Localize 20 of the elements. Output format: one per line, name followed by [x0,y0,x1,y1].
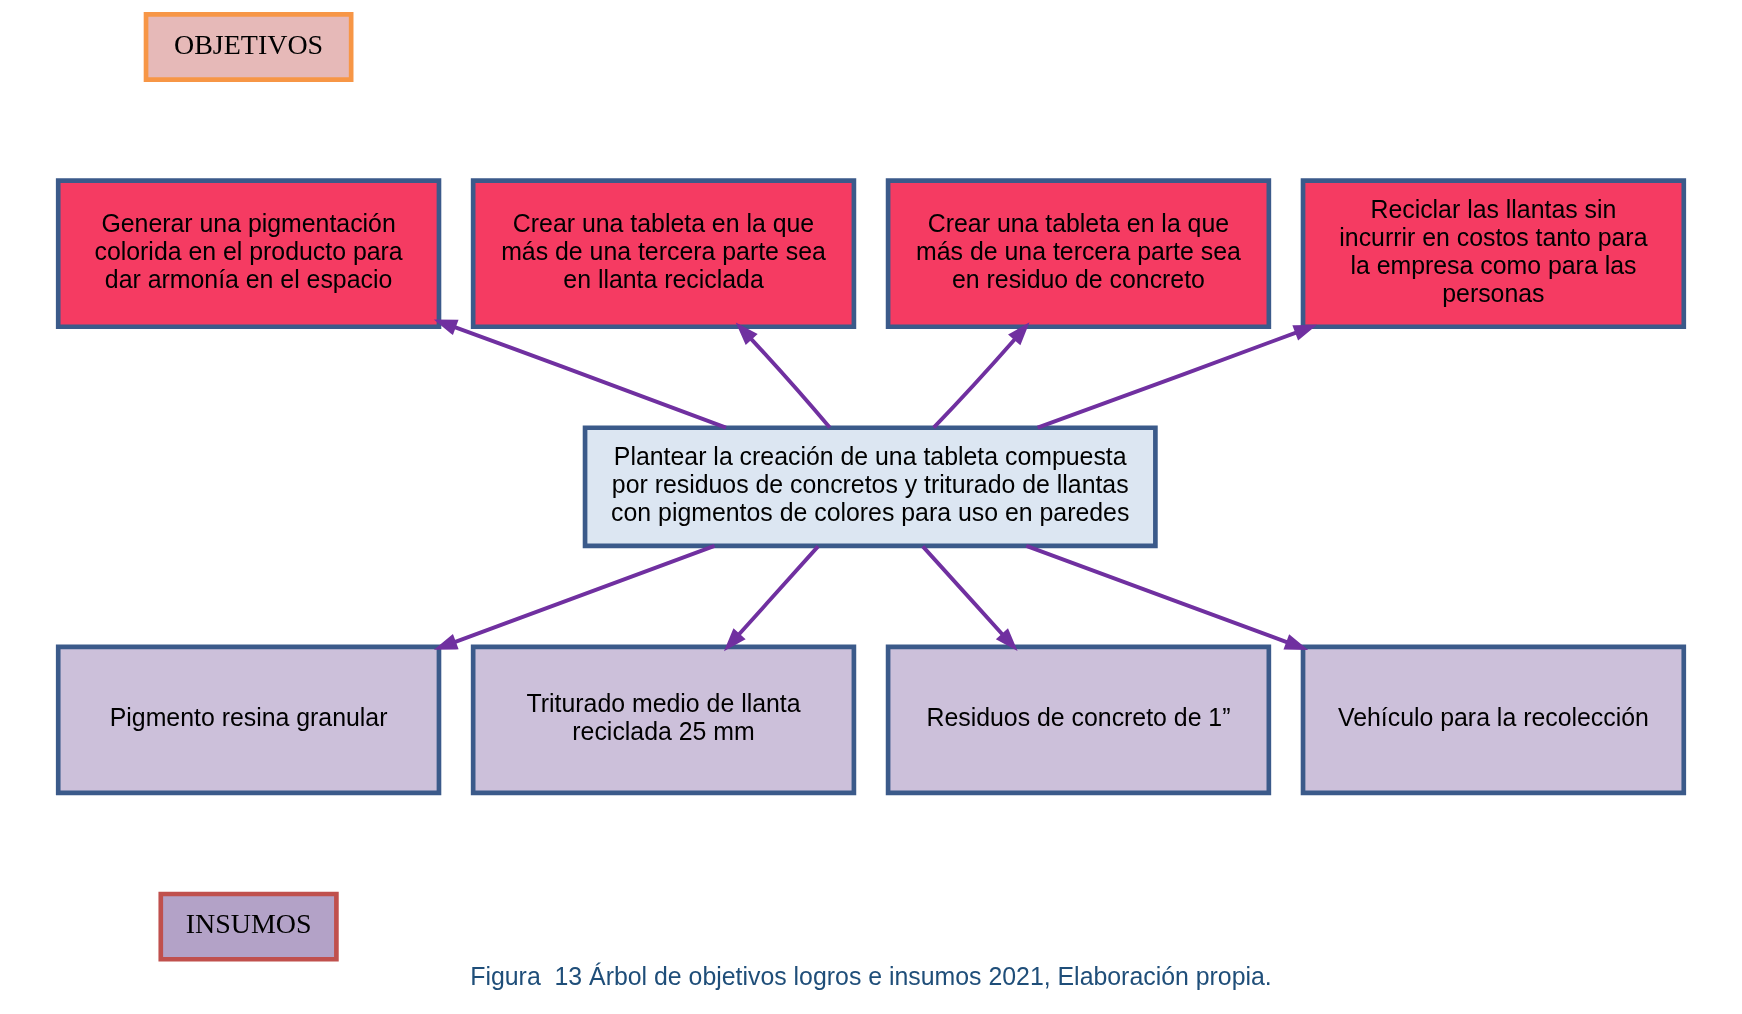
node-box: INSUMOS [158,891,339,962]
arrow [735,322,832,429]
node-box: Vehículo para la recolección [1300,644,1687,796]
arrow [723,545,820,652]
caption: Figura 13 Árbol de objetivos logros e insumos 2021, Elaboración propia. [470,962,1272,991]
node-box: Reciclar las llantas sin incurrir en costos tanto para la empresa como para las personas [1300,178,1687,330]
node-box: Pigmento resina granular [55,644,442,796]
node-box: Crear una tableta en la que más de una tercera parte sea en residuo de concreto [885,178,1272,330]
arrow [1036,324,1318,430]
node-box: Residuos de concreto de 1” [885,644,1272,796]
arrow [433,544,716,650]
node-box: Triturado medio de llanta reciclada 25 mm [470,644,857,796]
node-box: OBJETIVOS [143,12,354,82]
arrow [932,322,1030,429]
node-box: Crear una tableta en la que más de una tercera parte sea en llanta reciclada [470,178,857,330]
node-box: Plantear la creación de una tableta compuesta por residuos de concretos y triturado de llantas con pigmentos de colores para uso en paredes [582,425,1158,549]
node-box: Generar una pigmentación colorida en el producto para dar armonía en el espacio [55,178,442,330]
arrow [1025,544,1309,650]
arrow [921,545,1018,652]
arrow [433,319,727,430]
